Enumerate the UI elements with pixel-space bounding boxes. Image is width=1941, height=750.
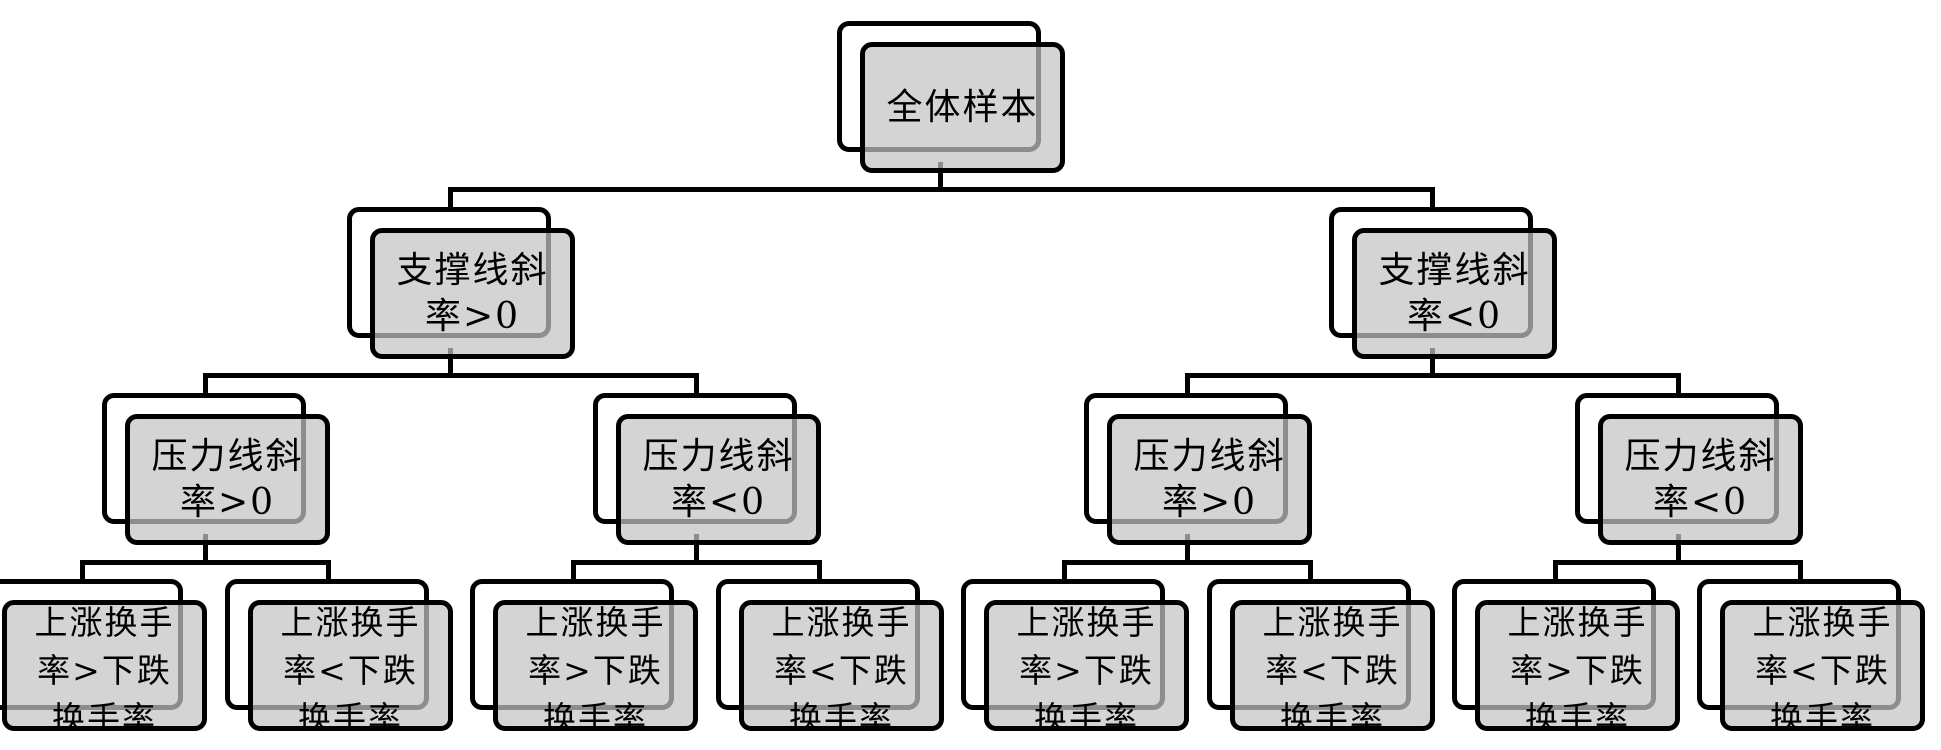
connector-line: [1553, 560, 1803, 565]
node-label: 上涨换手 率<下跌 换手率: [771, 603, 912, 731]
turnover-leaf-node: 上涨换手 率>下跌 换手率: [1475, 600, 1680, 731]
node-label: 全体样本: [886, 86, 1039, 128]
turnover-leaf-node: 上涨换手 率<下跌 换手率: [248, 600, 453, 731]
connector-line: [1553, 560, 1558, 582]
turnover-leaf-node: 上涨换手 率<下跌 换手率: [1230, 600, 1435, 731]
connector-line: [203, 373, 208, 396]
connector-line: [1062, 560, 1313, 565]
node-label: 上涨换手 率>下跌 换手率: [1016, 603, 1157, 731]
connector-line: [1430, 187, 1435, 210]
node-label: 上涨换手 率<下跌 换手率: [1262, 603, 1403, 731]
node-label: 上涨换手 率>下跌 换手率: [1507, 603, 1648, 731]
connector-line: [1430, 348, 1435, 378]
support-slope-node: 支撑线斜 率<0: [1352, 228, 1557, 359]
pressure-slope-node: 压力线斜 率<0: [1598, 414, 1803, 545]
connector-line: [1308, 560, 1313, 582]
connector-line: [571, 560, 576, 582]
connector-line: [694, 534, 699, 565]
connector-line: [1798, 560, 1803, 582]
connector-line: [326, 560, 331, 582]
connector-line: [448, 187, 453, 210]
node-label: 上涨换手 率>下跌 换手率: [525, 603, 666, 731]
node-label: 压力线斜 率>0: [1133, 435, 1286, 523]
connector-line: [203, 373, 699, 378]
node-label: 上涨换手 率<下跌 换手率: [1752, 603, 1893, 731]
connector-line: [938, 162, 943, 192]
connector-line: [817, 560, 822, 582]
turnover-leaf-node: 上涨换手 率>下跌 换手率: [984, 600, 1189, 731]
node-label: 上涨换手 率>下跌 换手率: [34, 603, 175, 731]
support-slope-node: 支撑线斜 率>0: [370, 228, 575, 359]
node-label: 压力线斜 率<0: [1624, 435, 1777, 523]
node-label: 支撑线斜 率>0: [396, 249, 549, 337]
connector-line: [1676, 373, 1681, 396]
node-label: 上涨换手 率<下跌 换手率: [280, 603, 421, 731]
connector-line: [1185, 373, 1681, 378]
connector-line: [80, 560, 331, 565]
pressure-slope-node: 压力线斜 率>0: [125, 414, 330, 545]
connector-line: [448, 187, 1435, 192]
pressure-slope-node: 压力线斜 率>0: [1107, 414, 1312, 545]
turnover-leaf-node: 上涨换手 率>下跌 换手率: [493, 600, 698, 731]
node-label: 压力线斜 率>0: [151, 435, 304, 523]
turnover-leaf-node: 上涨换手 率<下跌 换手率: [1720, 600, 1925, 731]
connector-line: [1185, 373, 1190, 396]
turnover-leaf-node: 上涨换手 率<下跌 换手率: [739, 600, 944, 731]
root-node: 全体样本: [860, 42, 1065, 173]
connector-line: [1676, 534, 1681, 565]
connector-line: [571, 560, 822, 565]
connector-line: [203, 534, 208, 565]
pressure-slope-node: 压力线斜 率<0: [616, 414, 821, 545]
connector-line: [1062, 560, 1067, 582]
node-label: 压力线斜 率<0: [642, 435, 795, 523]
node-label: 支撑线斜 率<0: [1378, 249, 1531, 337]
connector-line: [80, 560, 85, 582]
connector-line: [1185, 534, 1190, 565]
connector-line: [694, 373, 699, 396]
connector-line: [448, 348, 453, 378]
turnover-leaf-node: 上涨换手 率>下跌 换手率: [2, 600, 207, 731]
